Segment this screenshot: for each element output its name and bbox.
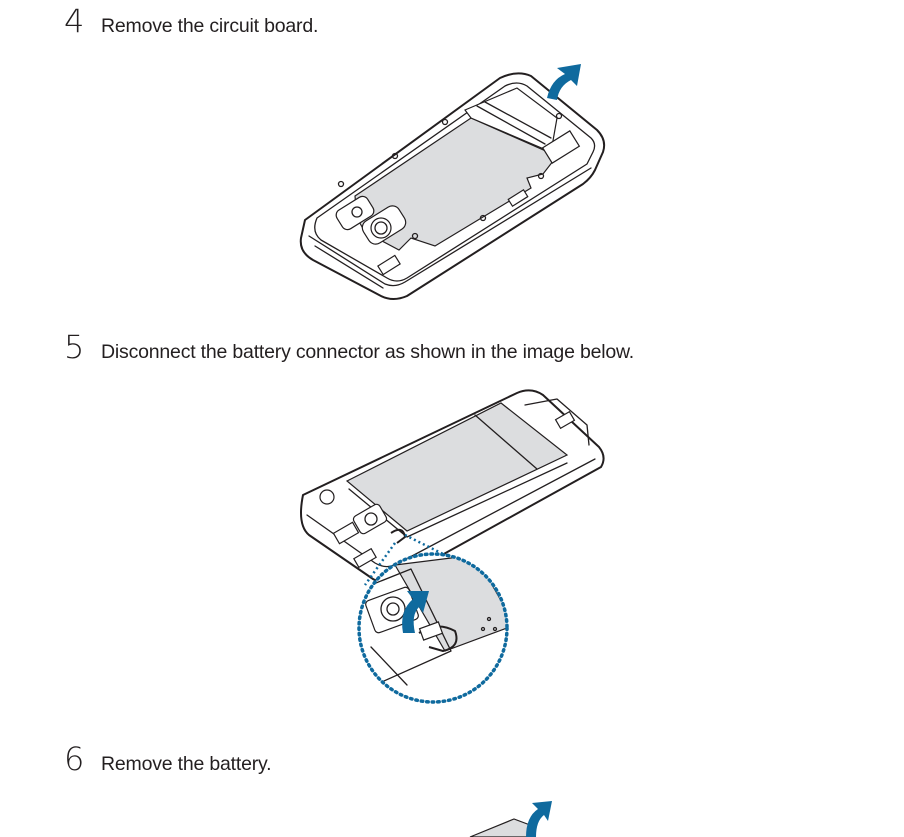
curved-arrow-icon [402,591,429,633]
step-4: 4 Remove the circuit board. [64,2,318,40]
step-number: 4 [64,2,85,40]
step-number: 5 [64,328,85,366]
step-number: 6 [64,740,85,778]
curved-arrow-icon [526,801,552,837]
step-5: 5 Disconnect the battery connector as sh… [64,328,634,366]
step-instruction: Disconnect the battery connector as show… [101,341,635,363]
step-instruction: Remove the battery. [101,753,272,775]
battery-removal-illustration [469,801,552,837]
step-instruction: Remove the circuit board. [101,15,319,37]
step-6: 6 Remove the battery. [64,740,272,778]
curved-arrow-icon [547,64,581,100]
circuit-board-removal-illustration [299,64,606,300]
battery-connector-illustration [300,389,605,704]
